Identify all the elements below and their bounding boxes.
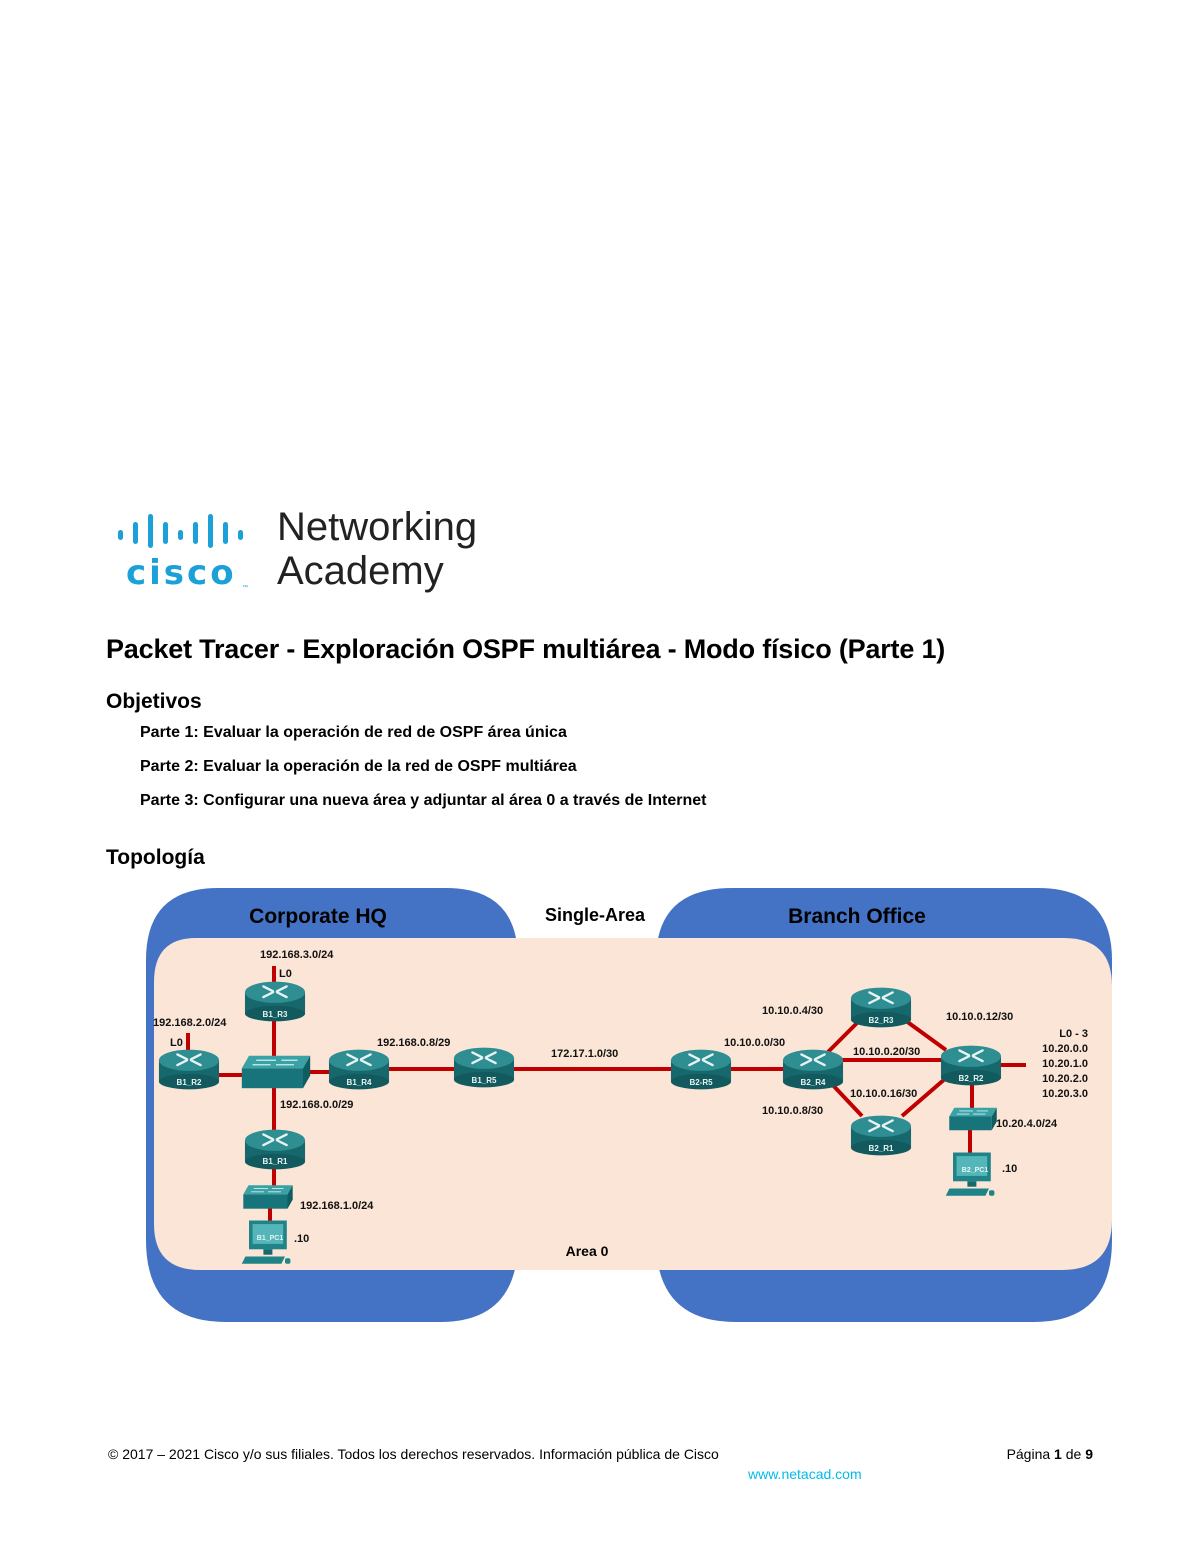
area-label: Area 0	[566, 1243, 609, 1259]
router-b2-r2: B2_R2	[940, 1044, 1002, 1086]
label-loopback-r2: L0	[170, 1037, 183, 1049]
objective-item: Parte 3: Configurar una nueva área y adj…	[140, 792, 707, 809]
device-label: B2_PC1	[962, 1167, 989, 1174]
label-loopback-r3: L0	[279, 968, 292, 980]
page-total: 9	[1085, 1446, 1093, 1462]
footer-page-number: Página 1 de 9	[1007, 1446, 1093, 1462]
label-loopbacks-title: L0 - 3	[1059, 1028, 1088, 1040]
switch-b1-lan	[242, 1184, 294, 1210]
pc-b1-pc1: B1_PC1	[241, 1220, 291, 1264]
device-label: B1_R1	[263, 1157, 288, 1166]
label-net-10-20-4: 10.20.4.0/24	[996, 1118, 1058, 1130]
page-title: Packet Tracer - Exploración OSPF multiár…	[106, 634, 946, 664]
objective-item: Parte 1: Evaluar la operación de red de …	[140, 724, 567, 741]
trademark-mark: ™	[242, 585, 248, 591]
device-label: B2_R2	[959, 1074, 984, 1083]
device-label: B2-R5	[689, 1078, 713, 1087]
label-net-10-10-0-20: 10.10.0.20/30	[853, 1046, 920, 1058]
device-label: B2_R1	[869, 1144, 894, 1153]
topology-heading: Topología	[106, 846, 205, 869]
device-label: B1_R2	[177, 1078, 202, 1087]
page-current: 1	[1054, 1446, 1062, 1462]
router-b1-r2: B1_R2	[158, 1048, 220, 1090]
logo-line-2: Academy	[277, 549, 444, 593]
router-b1-r5: B1_R5	[453, 1046, 515, 1088]
label-net-10-10-0-12: 10.10.0.12/30	[946, 1011, 1013, 1023]
link-b2r1-b2r2	[900, 1076, 948, 1118]
label-loopback-net: 10.20.2.0	[1042, 1073, 1088, 1085]
label-net-192-168-0-8: 192.168.0.8/29	[377, 1037, 450, 1049]
label-loopback-net: 10.20.3.0	[1042, 1088, 1088, 1100]
device-label: B1_R5	[472, 1076, 497, 1085]
label-net-192-168-2: 192.168.2.0/24	[153, 1017, 227, 1029]
logo-line-1: Networking	[277, 505, 478, 549]
cisco-wordmark: cisco	[126, 553, 237, 593]
label-pc1-host: .10	[294, 1233, 309, 1245]
device-label: B1_R4	[347, 1078, 372, 1087]
device-label: B1_R3	[263, 1010, 288, 1019]
router-b2-r5: B2-R5	[670, 1048, 732, 1090]
label-loopback-net: 10.20.1.0	[1042, 1058, 1088, 1070]
region-title-corporate-hq: Corporate HQ	[249, 905, 387, 928]
page-prefix: Página	[1006, 1446, 1055, 1462]
label-net-192-168-0-0: 192.168.0.0/29	[280, 1099, 353, 1111]
router-b1-r1: B1_R1	[244, 1128, 306, 1170]
label-net-10-10-0-8: 10.10.0.8/30	[762, 1105, 823, 1117]
device-label: B2_R4	[801, 1078, 826, 1087]
region-title-branch-office: Branch Office	[788, 905, 926, 928]
label-net-10-10-0-0: 10.10.0.0/30	[724, 1037, 785, 1049]
networking-academy-wordmark: Networking Academy	[277, 505, 477, 593]
label-net-172-17-1: 172.17.1.0/30	[551, 1048, 618, 1060]
label-net-192-168-1: 192.168.1.0/24	[300, 1200, 374, 1212]
label-loopback-net: 10.20.0.0	[1042, 1043, 1088, 1055]
device-label: B2_R3	[869, 1016, 894, 1025]
objectives-heading: Objetivos	[106, 690, 202, 713]
cisco-networking-academy-logo: cisco ™ Networking Academy	[112, 505, 512, 600]
cisco-bars-icon	[118, 514, 243, 548]
switch-b1-core	[241, 1055, 311, 1089]
label-net-10-10-0-16: 10.10.0.16/30	[850, 1088, 917, 1100]
router-b2-r1: B2_R1	[850, 1114, 912, 1156]
netacad-link[interactable]: www.netacad.com	[748, 1466, 862, 1482]
region-title-single-area: Single-Area	[545, 905, 646, 925]
footer-copyright: © 2017 – 2021 Cisco y/o sus filiales. To…	[108, 1446, 719, 1462]
label-net-10-10-0-4: 10.10.0.4/30	[762, 1005, 823, 1017]
pc-b2-pc1: B2_PC1	[945, 1152, 995, 1196]
link-b2r3-b2r2	[900, 1016, 948, 1052]
objective-item: Parte 2: Evaluar la operación de la red …	[140, 758, 577, 775]
router-b1-r4: B1_R4	[328, 1048, 390, 1090]
label-pc2-host: .10	[1002, 1163, 1017, 1175]
router-b2-r3: B2_R3	[850, 986, 912, 1028]
router-b1-r3: B1_R3	[244, 980, 306, 1022]
switch-b2-lan	[948, 1107, 998, 1131]
router-b2-r4: B2_R4	[782, 1048, 844, 1090]
page-mid: de	[1061, 1446, 1086, 1462]
label-net-192-168-3: 192.168.3.0/24	[260, 949, 334, 961]
device-label: B1_PC1	[257, 1235, 284, 1242]
